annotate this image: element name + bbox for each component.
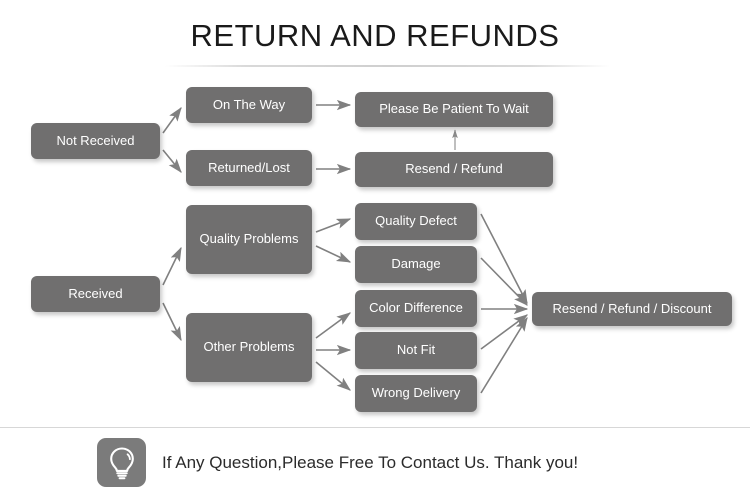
footer: If Any Question,Please Free To Contact U… <box>97 438 578 487</box>
node-please-be-patient-to-wait[interactable]: Please Be Patient To Wait <box>355 92 553 127</box>
title-divider <box>165 65 610 67</box>
node-resend-refund-discount[interactable]: Resend / Refund / Discount <box>532 292 732 326</box>
node-returned-lost[interactable]: Returned/Lost <box>186 150 312 186</box>
node-label: Not Received <box>56 132 135 148</box>
edge-qualityproblems-damage <box>315 245 352 263</box>
edge-qualitydefect-final <box>480 213 528 305</box>
node-on-the-way[interactable]: On The Way <box>186 87 312 123</box>
node-label: Returned/Lost <box>208 159 290 175</box>
edge-received-qualityproblems <box>162 246 182 286</box>
node-label: Quality Defect <box>375 213 457 229</box>
footer-divider <box>0 427 750 428</box>
node-wrong-delivery[interactable]: Wrong Delivery <box>355 375 477 412</box>
node-other-problems[interactable]: Other Problems <box>186 313 312 382</box>
edge-wrongdelivery-final <box>480 316 528 394</box>
node-label: Resend / Refund / Discount <box>552 300 712 316</box>
footer-message: If Any Question,Please Free To Contact U… <box>162 452 579 472</box>
edge-qualityproblems-qualitydefect <box>315 218 352 233</box>
edge-notfit-final <box>480 314 529 350</box>
node-label: Other Problems <box>203 339 295 355</box>
edge-notreceived-returnedlost <box>162 149 182 173</box>
node-not-received[interactable]: Not Received <box>31 123 160 159</box>
node-resend-refund[interactable]: Resend / Refund <box>355 152 553 187</box>
node-label: Please Be Patient To Wait <box>379 101 529 117</box>
node-label: On The Way <box>212 96 286 112</box>
page-title: RETURN AND REFUNDS <box>190 18 560 53</box>
node-label: Quality Problems <box>199 231 299 247</box>
node-label: Received <box>68 285 123 301</box>
node-received[interactable]: Received <box>31 276 160 312</box>
lightbulb-icon <box>97 438 146 487</box>
edge-damage-final <box>480 257 528 306</box>
node-label: Wrong Delivery <box>371 385 461 401</box>
node-quality-defect[interactable]: Quality Defect <box>355 203 477 240</box>
node-not-fit[interactable]: Not Fit <box>355 332 477 369</box>
node-damage[interactable]: Damage <box>355 246 477 283</box>
edge-otherproblems-colordifference <box>315 312 352 339</box>
edge-otherproblems-wrongdelivery <box>315 361 351 391</box>
node-label: Resend / Refund <box>405 161 503 177</box>
node-label: Damage <box>391 256 441 272</box>
node-label: Not Fit <box>396 342 436 358</box>
node-color-difference[interactable]: Color Difference <box>355 290 477 327</box>
node-quality-problems[interactable]: Quality Problems <box>186 205 312 274</box>
node-label: Color Difference <box>369 300 463 316</box>
edge-notreceived-ontheway <box>162 106 182 134</box>
edge-received-otherproblems <box>162 302 182 342</box>
